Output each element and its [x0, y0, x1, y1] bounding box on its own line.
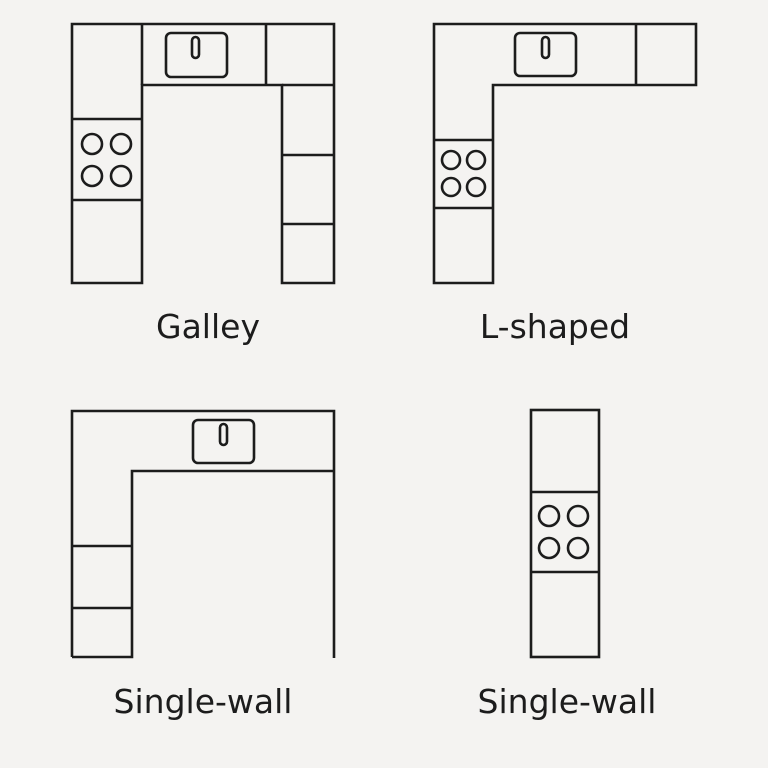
single-wall-label: Single-wall — [478, 682, 657, 721]
layout-outline — [72, 469, 334, 659]
layout-outline — [529, 408, 601, 659]
sink-icon — [191, 418, 256, 465]
single-wall-label: Single-wall — [114, 682, 293, 721]
l-shaped-outline — [432, 22, 698, 285]
layout-outline — [70, 409, 336, 658]
single-wall-layout-right: Single-wall — [478, 408, 657, 721]
stove-icon — [537, 504, 590, 560]
galley-layout: Galley — [70, 22, 336, 346]
sink-icon — [513, 31, 578, 78]
galley-outline — [70, 22, 336, 285]
l-shaped-label: L-shaped — [480, 307, 630, 346]
stove-icon — [440, 149, 487, 198]
l-shaped-layout: L-shaped — [432, 22, 698, 346]
single-wall-layout-left: Single-wall — [70, 409, 336, 721]
galley-label: Galley — [156, 307, 260, 346]
sink-icon — [164, 31, 229, 79]
stove-icon — [80, 132, 133, 188]
